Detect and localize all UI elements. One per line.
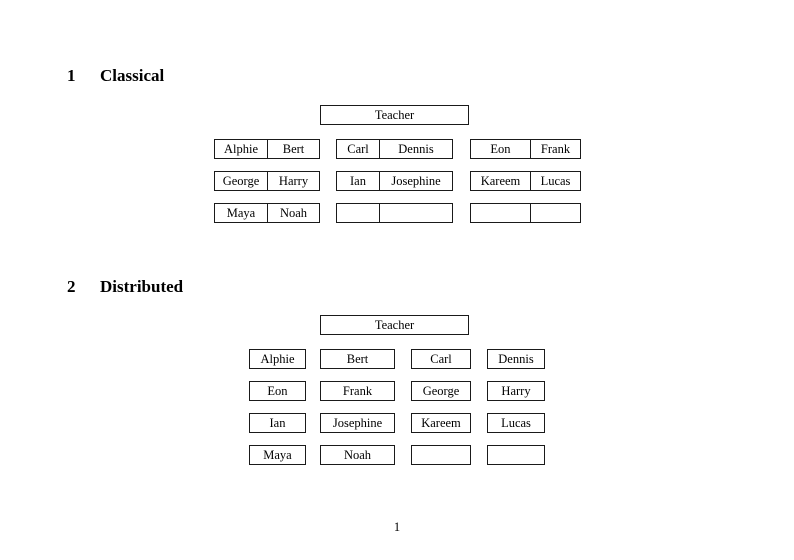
node-group (470, 203, 581, 223)
node-cell: Alphie (223, 141, 259, 156)
node-cell: Josephine (379, 172, 452, 190)
section-title: Distributed (100, 277, 184, 296)
node-group: George (411, 381, 471, 401)
node-cell: Bert (346, 351, 369, 366)
node-cell: Lucas (530, 172, 580, 190)
node-cell: Carl (430, 351, 452, 366)
node-group: Alphie Bert (214, 139, 320, 159)
node-cell: Dennis (498, 351, 534, 366)
node-cell: Noah (343, 447, 372, 462)
node-cell: Eon (267, 383, 288, 398)
node-group (336, 203, 453, 223)
node-group: Carl (411, 349, 471, 369)
node-group: Harry (487, 381, 545, 401)
section-title: Classical (100, 66, 165, 85)
node-cell: Lucas (501, 415, 531, 430)
node-row: Maya Noah (0, 445, 794, 465)
node-cell: George (422, 383, 460, 398)
node-cell-empty (379, 204, 452, 222)
node-row: Ian Josephine Kareem Lucas (0, 413, 794, 433)
node-cell: Harry (267, 172, 319, 190)
node-group: Frank (320, 381, 395, 401)
node-cell: Josephine (332, 415, 383, 430)
node-row: Maya Noah (0, 203, 794, 223)
node-cell: Kareem (480, 173, 521, 188)
node-cell: Dennis (379, 140, 452, 158)
node-cell: Frank (530, 140, 580, 158)
node-cell: Alphie (260, 351, 295, 366)
node-cell: Teacher (374, 107, 415, 122)
node-group: Ian (249, 413, 306, 433)
node-row: Eon Frank George Harry (0, 381, 794, 401)
node-cell: Noah (267, 204, 319, 222)
node-row: Alphie Bert Carl Dennis Eon Frank (0, 139, 794, 159)
node-group: Kareem (411, 413, 471, 433)
node-cell-empty (412, 446, 470, 464)
node-group (487, 445, 545, 465)
node-group: Eon Frank (470, 139, 581, 159)
node-cell: Kareem (421, 415, 461, 430)
node-cell: Bert (267, 140, 319, 158)
node-cell: Teacher (374, 317, 415, 332)
node-row: George Harry Ian Josephine Kareem Lucas (0, 171, 794, 191)
node-cell-empty (488, 446, 544, 464)
node-group: Carl Dennis (336, 139, 453, 159)
node-group: Ian Josephine (336, 171, 453, 191)
node-cell: Maya (263, 447, 292, 462)
node-cell: Ian (269, 415, 286, 430)
node-group (411, 445, 471, 465)
node-cell-empty (530, 204, 580, 222)
node-cell: Eon (490, 141, 511, 156)
teacher-node: Teacher (320, 105, 469, 125)
node-cell: Maya (226, 205, 256, 220)
node-group: Josephine (320, 413, 395, 433)
section-number: 2 (67, 277, 76, 296)
node-cell-empty (337, 204, 379, 222)
node-group: Bert (320, 349, 395, 369)
node-group: Alphie (249, 349, 306, 369)
teacher-node: Teacher (320, 315, 469, 335)
node-cell: George (222, 173, 260, 188)
node-group: George Harry (214, 171, 320, 191)
node-row: Alphie Bert Carl Dennis (0, 349, 794, 369)
node-cell: Frank (342, 383, 373, 398)
node-group: Dennis (487, 349, 545, 369)
section-number: 1 (67, 66, 76, 85)
node-cell-empty (471, 204, 530, 222)
node-group: Maya Noah (214, 203, 320, 223)
node-group: Lucas (487, 413, 545, 433)
node-cell: Carl (347, 141, 369, 156)
node-cell: Ian (350, 173, 366, 188)
node-group: Noah (320, 445, 395, 465)
node-group: Eon (249, 381, 306, 401)
node-group: Maya (249, 445, 306, 465)
node-cell: Harry (501, 383, 531, 398)
section-heading-distributed: 2 Distributed (67, 278, 183, 295)
node-row: Teacher (0, 315, 794, 335)
node-row: Teacher (0, 105, 794, 125)
page-number: 1 (393, 520, 401, 534)
node-group: Kareem Lucas (470, 171, 581, 191)
section-heading-classical: 1 Classical (67, 67, 164, 84)
